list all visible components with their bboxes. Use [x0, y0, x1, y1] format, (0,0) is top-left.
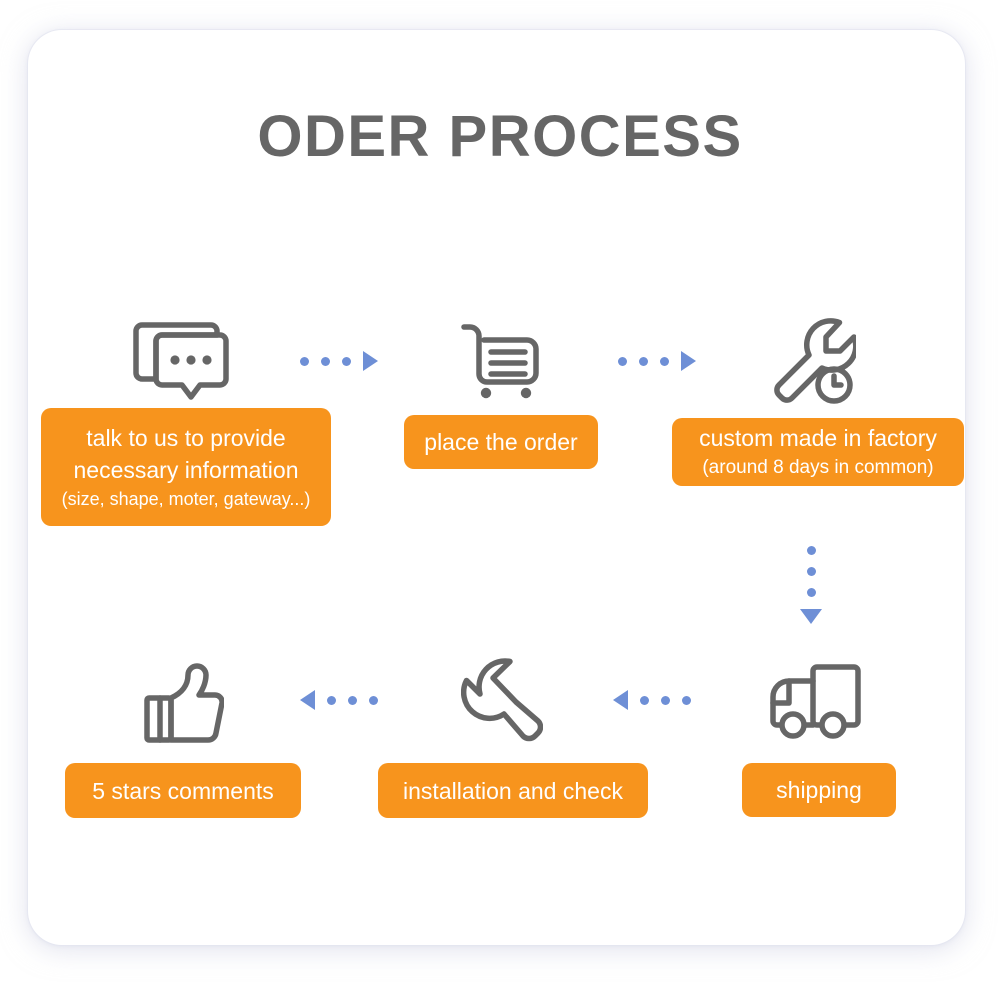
label-line: installation and check [403, 777, 623, 804]
connector-arrow-left [300, 690, 378, 710]
connector-arrow-right [618, 351, 696, 371]
arrow-dot [660, 356, 669, 366]
label-line: talk to us to provide [86, 424, 286, 451]
step-label-shipping[interactable]: shipping [742, 763, 896, 817]
arrow-dot [639, 356, 648, 366]
shopping-cart-icon [459, 322, 545, 400]
step-label-talk-to-us[interactable]: talk to us to provide necessary informat… [41, 408, 331, 526]
arrow-dot [327, 695, 336, 705]
label-line: (around 8 days in common) [702, 457, 934, 478]
step-label-5-stars-comments[interactable]: 5 stars comments [65, 763, 301, 818]
arrow-dot [806, 567, 816, 576]
step-label-installation-and-check[interactable]: installation and check [378, 763, 648, 818]
label-line: 5 stars comments [92, 777, 274, 804]
thumbs-up-icon [142, 659, 224, 743]
arrow-dot [321, 356, 330, 366]
chat-bubbles-icon [132, 317, 230, 401]
arrow-dot [661, 695, 670, 705]
arrow-dot [342, 356, 351, 366]
wrench-icon [461, 656, 543, 746]
label-line: place the order [424, 429, 578, 455]
connector-arrow-left [613, 690, 691, 710]
wrench-clock-icon [770, 316, 856, 404]
page-title: ODER PROCESS [257, 104, 743, 169]
arrow-head-down-icon [800, 609, 822, 624]
label-line: necessary information [73, 456, 299, 483]
label-line: shipping [776, 777, 862, 803]
arrow-dot [348, 695, 357, 705]
connector-arrow-down [800, 546, 822, 624]
step-label-custom-made[interactable]: custom made in factory (around 8 days in… [672, 418, 964, 486]
step-label-place-the-order[interactable]: place the order [404, 415, 598, 469]
arrow-dot [806, 546, 816, 555]
arrow-head-left-icon [613, 690, 628, 710]
delivery-truck-icon [770, 663, 862, 741]
connector-arrow-right [300, 351, 378, 371]
arrow-dot [300, 356, 309, 366]
label-line: (size, shape, moter, gateway...) [61, 488, 311, 509]
label-line: custom made in factory [699, 425, 937, 451]
arrow-dot [806, 588, 816, 597]
arrow-dot [369, 695, 378, 705]
arrow-head-right-icon [363, 351, 378, 371]
arrow-dot [618, 356, 627, 366]
arrow-dot [682, 695, 691, 705]
arrow-head-left-icon [300, 690, 315, 710]
arrow-dot [640, 695, 649, 705]
arrow-head-right-icon [681, 351, 696, 371]
